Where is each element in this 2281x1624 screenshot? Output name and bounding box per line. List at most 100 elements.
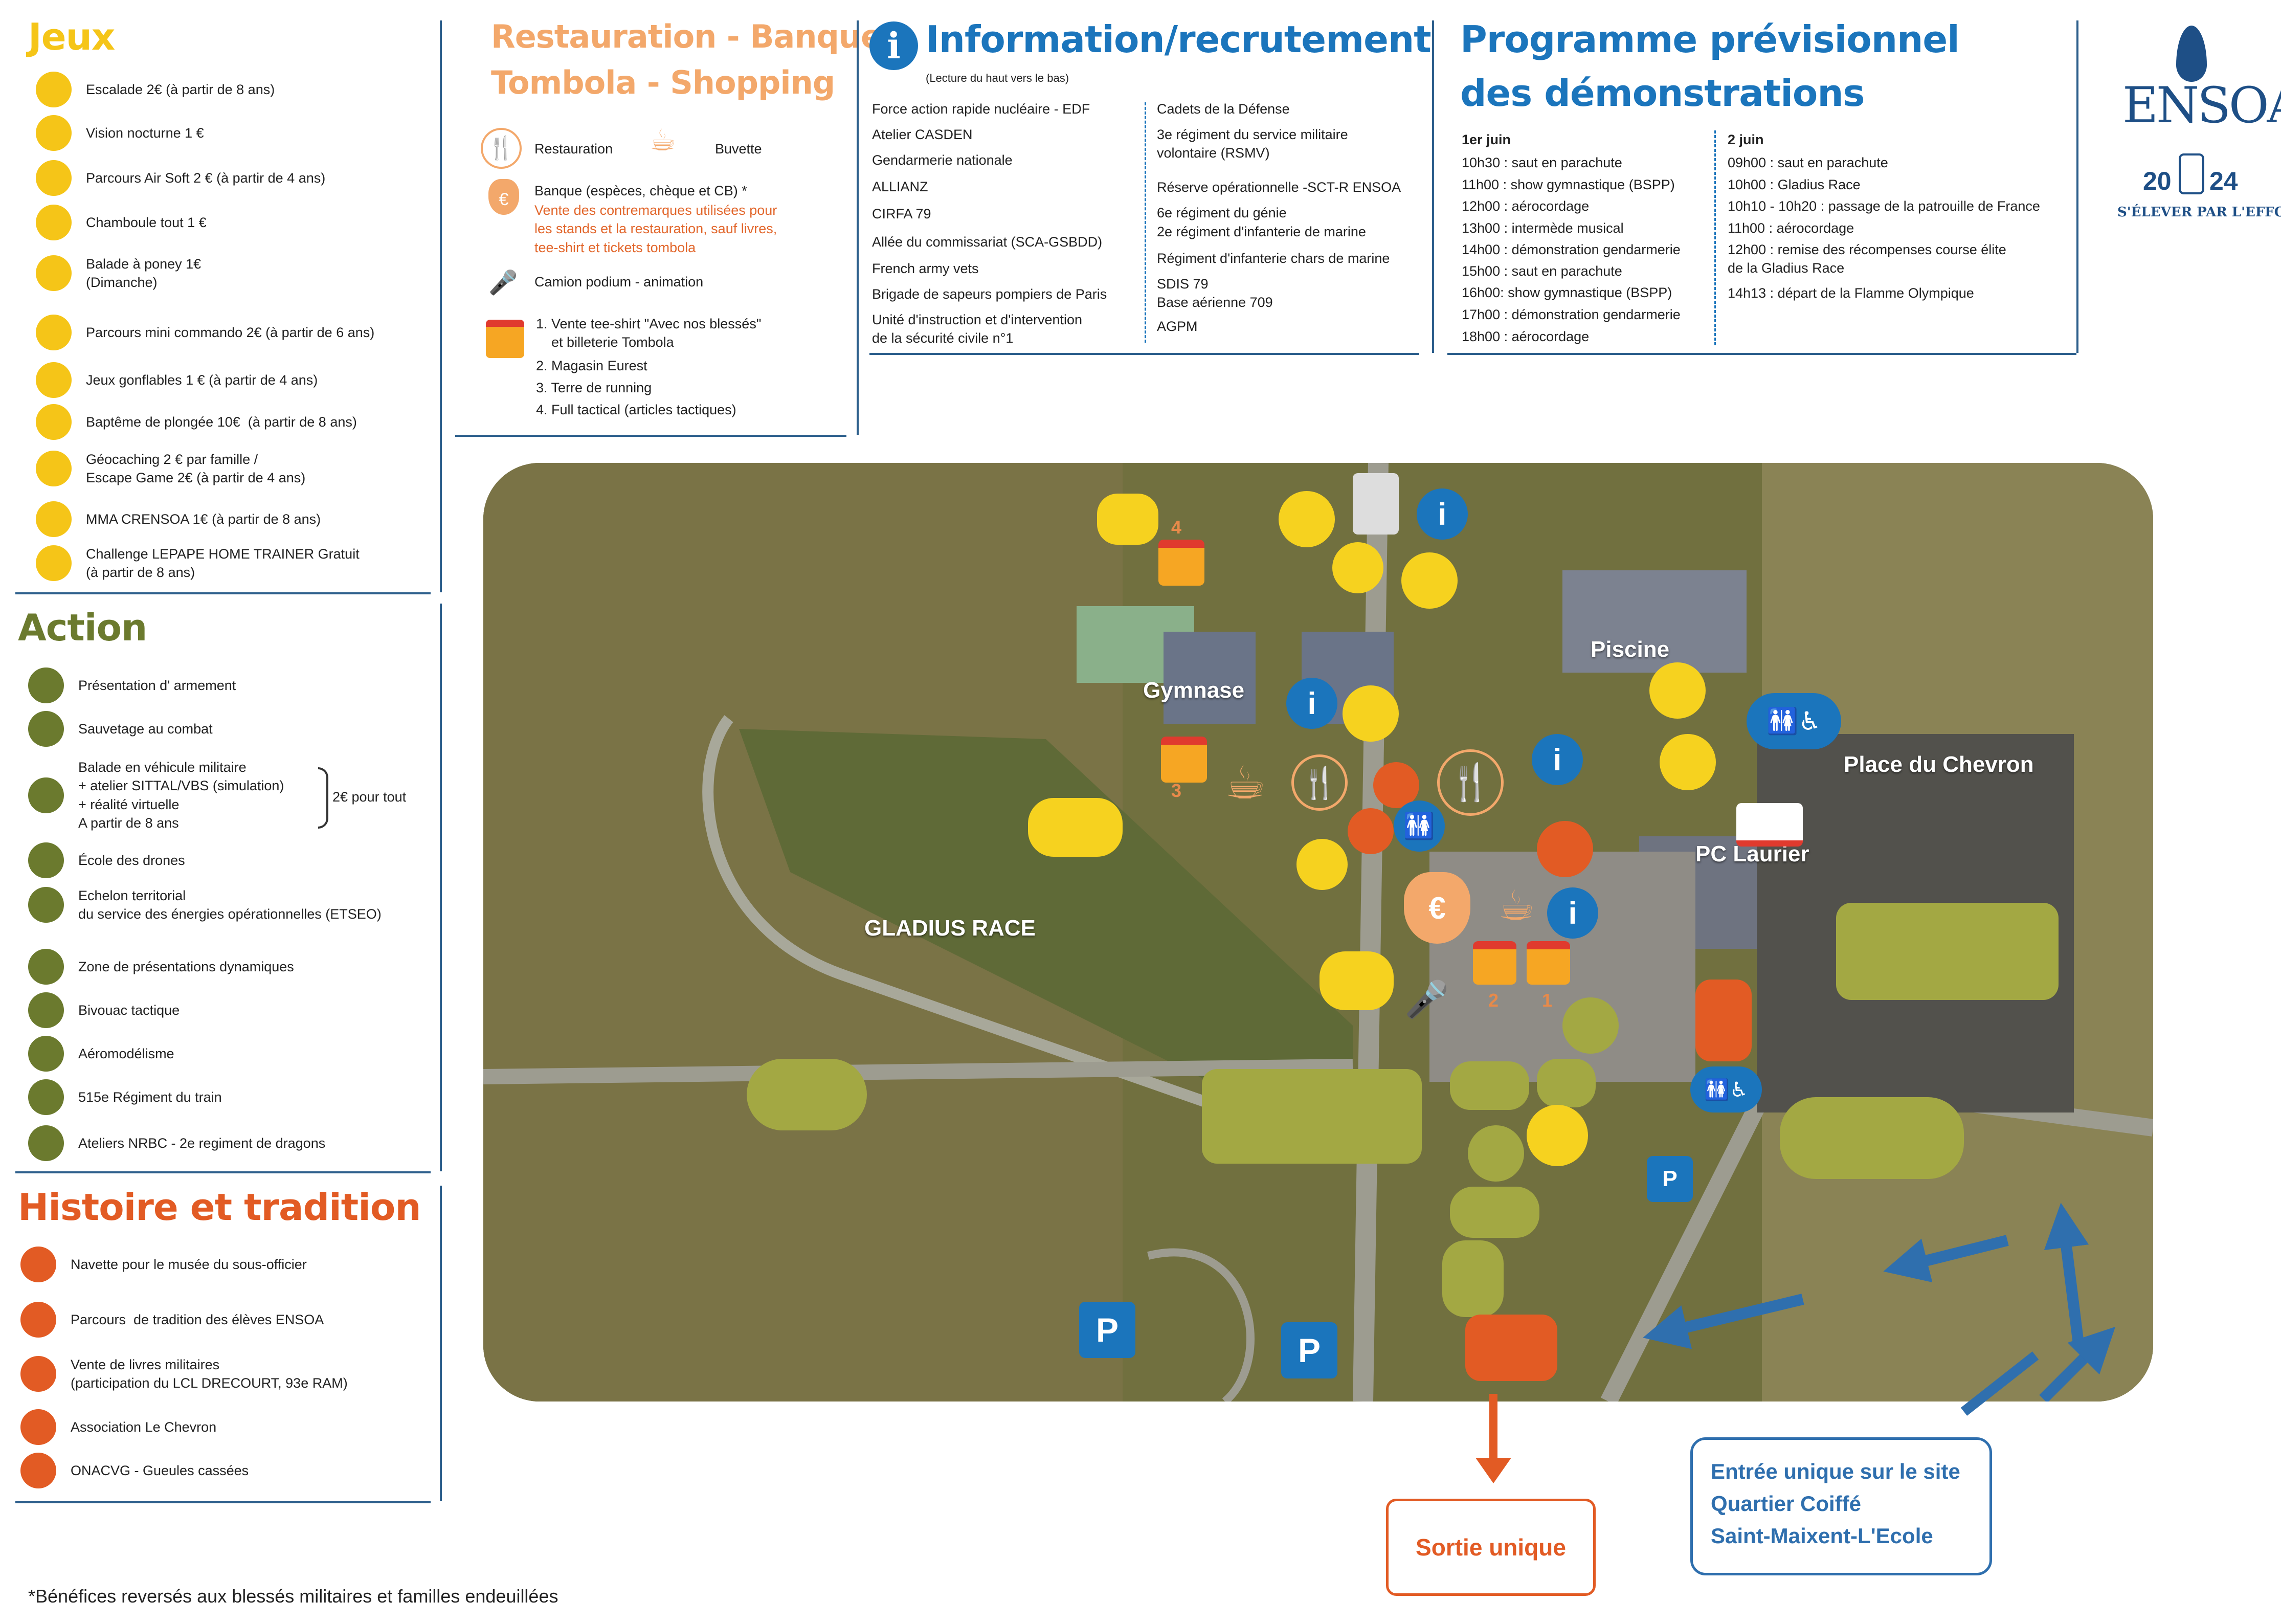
parking-accessible-pin[interactable]: P: [1647, 1156, 1693, 1202]
airsoft-pin[interactable]: [1097, 494, 1158, 545]
chevron-pin[interactable]: [1348, 808, 1394, 854]
mini-commando-pin[interactable]: [1442, 1240, 1504, 1317]
divider: [2076, 20, 2078, 353]
info-pin[interactable]: i: [1532, 734, 1583, 785]
dynamic-zone-pin[interactable]: [1202, 1069, 1422, 1164]
info-col1-item: French army vets: [872, 261, 979, 276]
chamboule-pin[interactable]: [1296, 839, 1348, 890]
parking-pin[interactable]: P: [1079, 1302, 1135, 1358]
buvette-pin[interactable]: ☕: [1224, 757, 1266, 809]
restauration-pin[interactable]: 🍴: [1437, 749, 1504, 816]
shop-pin-1[interactable]: [1527, 941, 1570, 985]
night-vision-pin[interactable]: [1279, 491, 1335, 547]
plongee-pin[interactable]: [1649, 662, 1706, 719]
divider: [455, 435, 846, 437]
info-pin[interactable]: i: [1417, 488, 1468, 540]
mma-pin[interactable]: [1401, 552, 1458, 609]
histoire-icon: [20, 1356, 56, 1392]
action-icon: [28, 887, 64, 923]
jeux-icon: [36, 205, 72, 240]
bivouac-pin[interactable]: [747, 1059, 867, 1130]
shop-list-item: 1. Vente tee-shirt "Avec nos blessés" et…: [536, 316, 762, 350]
toilets-accessible-pin[interactable]: 🚻♿: [1690, 1066, 1762, 1113]
money-bag-pin[interactable]: €: [1404, 872, 1470, 944]
action-label: Présentation d' armement: [78, 677, 236, 693]
toilets-accessible-pin[interactable]: 🚻♿: [1747, 693, 1841, 749]
mini-commando-pin[interactable]: [1660, 734, 1716, 790]
jeux-label: Baptême de plongée 10€ (à partir de 8 an…: [86, 414, 357, 430]
action-label: École des drones: [78, 852, 185, 868]
parking-pin[interactable]: P: [1281, 1322, 1337, 1378]
shop-pin-3[interactable]: [1161, 737, 1207, 783]
histoire-item: Parcours de tradition des élèves ENSOA: [20, 1302, 324, 1338]
divider: [440, 1186, 442, 1501]
jeux-label: Géocaching 2 € par famille / Escape Game…: [86, 452, 306, 486]
geocaching-pin[interactable]: [1343, 685, 1399, 742]
info-col2-item: 6e régiment du génie: [1157, 205, 1287, 220]
drone-pin[interactable]: [1450, 1061, 1529, 1110]
action-label: 515e Régiment du train: [78, 1089, 222, 1105]
info-col1-item: Allée du commissariat (SCA-GSBDD): [872, 234, 1103, 250]
jeux-icon: [36, 72, 72, 107]
parcours-tradition-pin[interactable]: [1695, 980, 1752, 1061]
histoire-item: Navette pour le musée du sous-officier: [20, 1247, 307, 1282]
etseo-pin[interactable]: [1562, 997, 1619, 1054]
histoire-label: Vente de livres militaires (participatio…: [71, 1357, 348, 1391]
parachute-zone-pin[interactable]: [1836, 903, 2059, 1000]
shop-pin-4[interactable]: [1158, 540, 1204, 586]
restauration-icon: 🍴: [481, 128, 522, 169]
navette-pin[interactable]: [1465, 1315, 1557, 1381]
camion-label: Camion podium - animation: [534, 274, 704, 290]
info-pin[interactable]: i: [1547, 887, 1598, 939]
armement-pin[interactable]: [1537, 1059, 1596, 1107]
camion-podium-pin[interactable]: 🎤: [1404, 980, 1449, 1019]
info-pin[interactable]: i: [1286, 678, 1337, 729]
histoire-item: Association Le Chevron: [20, 1409, 216, 1445]
action-item: Aéromodélisme: [28, 1036, 174, 1072]
action-item: École des drones: [28, 842, 185, 878]
day2-item: 12h00 : remise des récompenses course él…: [1728, 242, 2006, 276]
livres-pin[interactable]: [1373, 762, 1419, 808]
day1-title: 1er juin: [1462, 132, 1511, 147]
info-col2-item: 3e régiment du service militaire volonta…: [1157, 127, 1348, 161]
nrbc-pin[interactable]: [1353, 473, 1399, 535]
jeux-label: Chamboule tout 1 €: [86, 214, 207, 230]
jeux-gonflables-pin[interactable]: [1320, 951, 1394, 1010]
vehicle-pin[interactable]: [1780, 1097, 1964, 1179]
divider: [440, 20, 442, 592]
banque-note: Vente des contremarques utilisées pour l…: [534, 203, 777, 255]
info-col1-item: Atelier CASDEN: [872, 127, 973, 142]
shop-list-item: 2. Magasin Eurest: [536, 358, 647, 373]
divider: [857, 20, 859, 435]
onacvg-pin[interactable]: [1537, 821, 1593, 877]
day2-item: 10h10 - 10h20 : passage de la patrouille…: [1728, 198, 2040, 214]
jeux-icon: [36, 501, 72, 537]
entree-box[interactable]: Entrée unique sur le site Quartier Coiff…: [1690, 1437, 1992, 1575]
aeromodelisme-pin[interactable]: [1468, 1125, 1524, 1182]
toilets-pin[interactable]: 🚻: [1394, 800, 1445, 852]
divider: [440, 604, 442, 1171]
action-item: Balade en véhicule militaire + atelier S…: [28, 758, 284, 833]
poney-pin[interactable]: [1028, 798, 1123, 857]
site-map[interactable]: Gymnase Piscine Place du Chevron PC Laur…: [483, 463, 2153, 1401]
buvette-pin[interactable]: ☕: [1498, 882, 1535, 928]
day1-item: 15h00 : saut en parachute: [1462, 263, 1622, 279]
logo-letters: ENSOA: [2122, 77, 2281, 134]
jeux-label: Challenge LEPAPE HOME TRAINER Gratuit (à…: [86, 546, 360, 581]
jeux-label: Escalade 2€ (à partir de 8 ans): [86, 81, 275, 97]
shop-pin-2[interactable]: [1473, 941, 1516, 985]
label-piscine: Piscine: [1591, 637, 1670, 662]
footnote: *Bénéfices reversés aux blessés militair…: [28, 1586, 558, 1607]
day2-item: 14h13 : départ de la Flamme Olympique: [1728, 285, 1974, 301]
home-trainer-pin[interactable]: [1527, 1105, 1588, 1166]
bracket: [318, 767, 328, 829]
regiment-train-pin[interactable]: [1332, 542, 1383, 593]
banque-label: Banque (espèces, chèque et CB) *: [534, 183, 747, 198]
action-item: Bivouac tactique: [28, 992, 180, 1028]
sauvetage-pin[interactable]: [1450, 1187, 1539, 1238]
restauration-pin[interactable]: 🍴: [1291, 754, 1348, 811]
day2-title: 2 juin: [1728, 132, 1764, 147]
action-icon: [28, 711, 64, 747]
info-col2-item: 2e régiment d'infanterie de marine: [1157, 224, 1366, 239]
sortie-box[interactable]: Sortie unique: [1386, 1499, 1596, 1596]
